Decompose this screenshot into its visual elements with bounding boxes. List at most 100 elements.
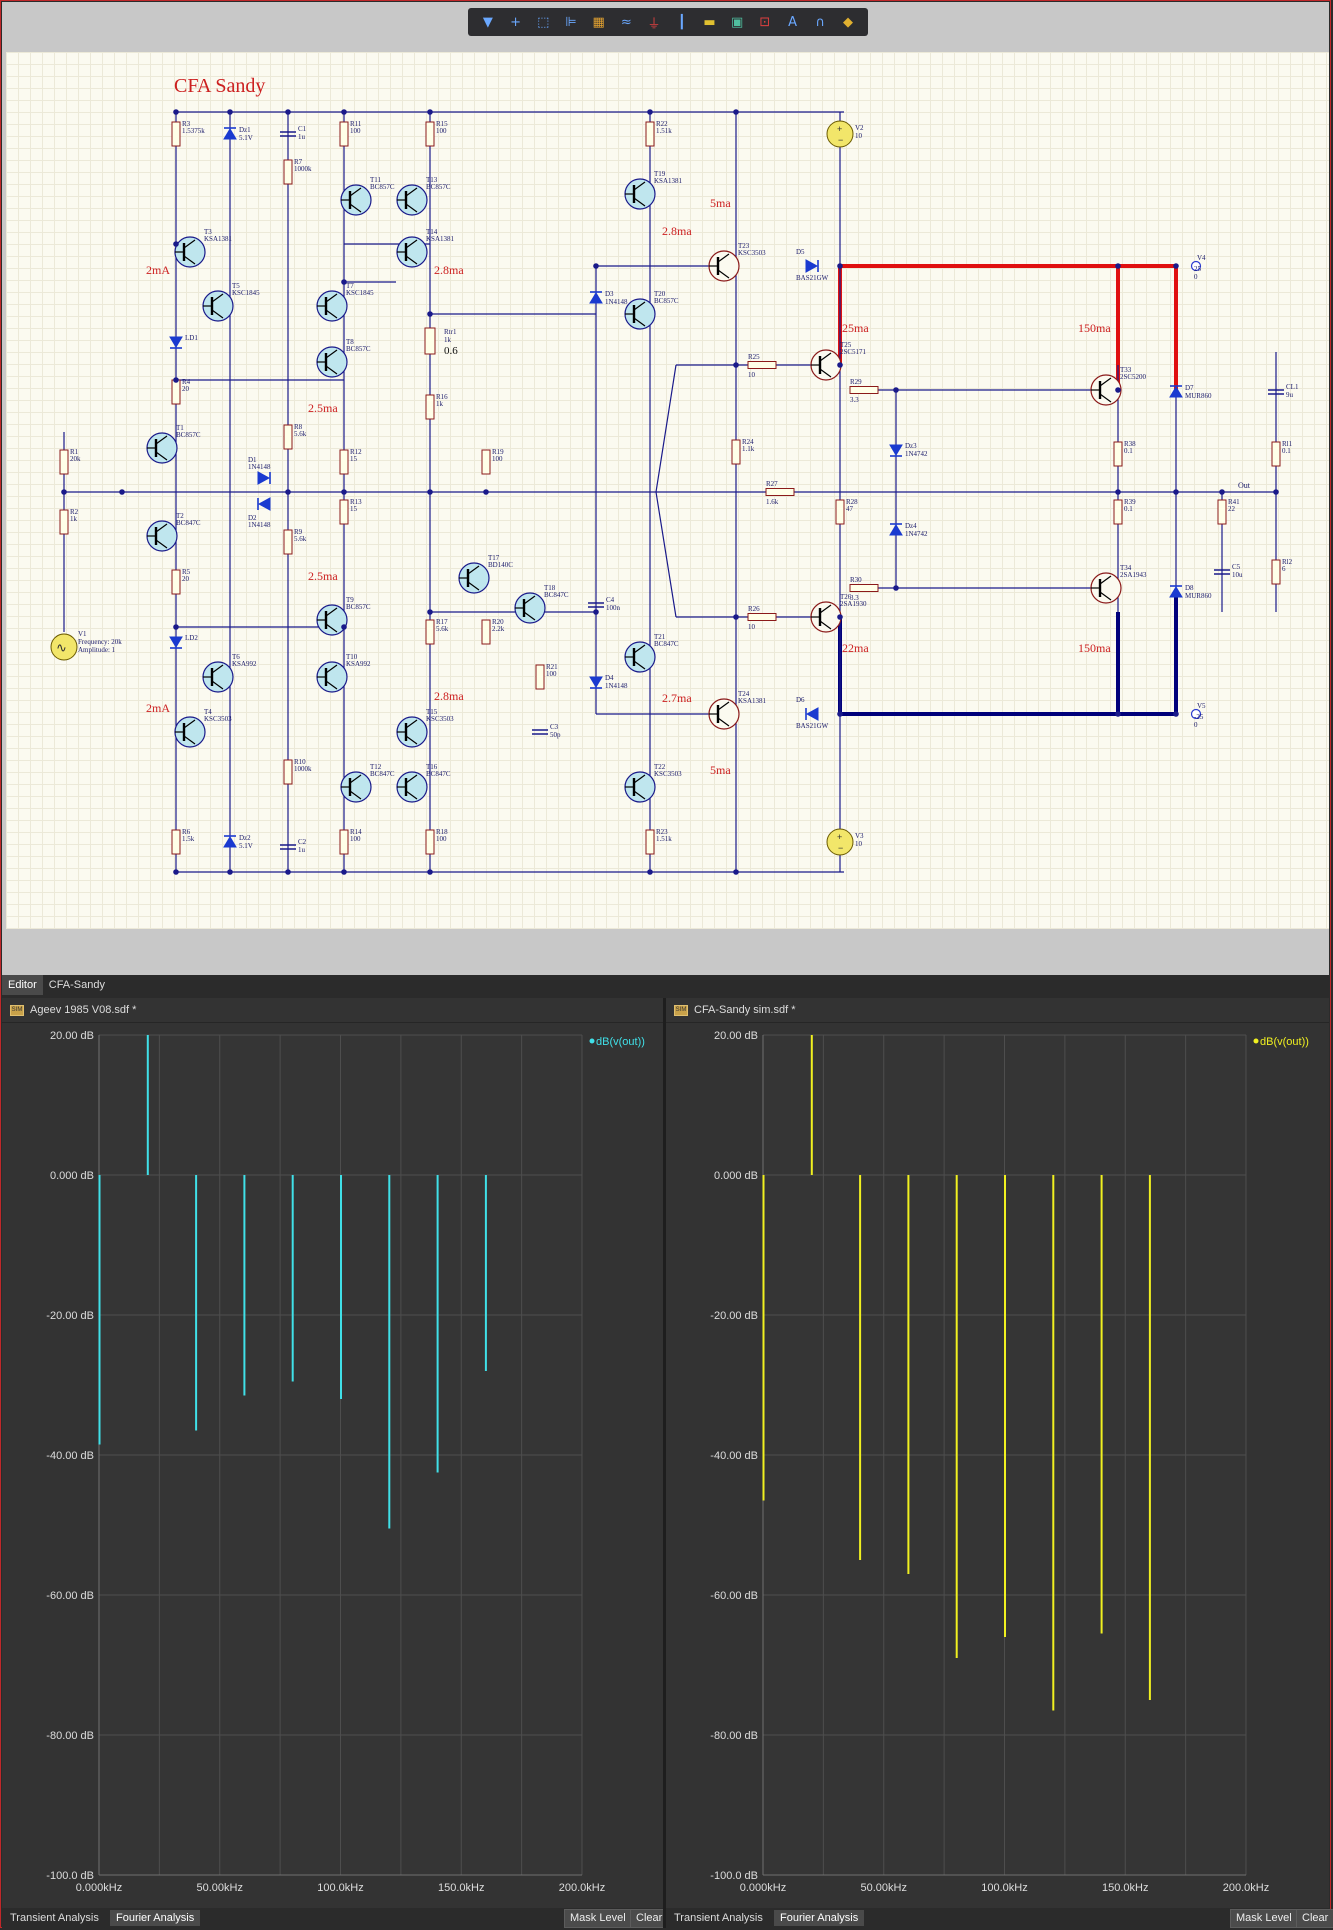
- tab-cfa-sandy[interactable]: CFA-Sandy: [48, 979, 105, 991]
- r22-resistor[interactable]: [645, 121, 655, 147]
- r6-resistor[interactable]: [171, 829, 181, 855]
- ground-icon[interactable]: ⏚: [647, 16, 661, 32]
- mask-level-button[interactable]: Mask Level: [1230, 1909, 1298, 1928]
- r41-resistor[interactable]: [1217, 499, 1227, 525]
- t11-transistor-value: BC857C: [370, 183, 395, 191]
- r5-resistor[interactable]: [171, 569, 181, 595]
- d4-diode[interactable]: [589, 676, 603, 688]
- r17-resistor[interactable]: [425, 619, 435, 645]
- v1-signal-source[interactable]: [50, 633, 78, 661]
- r9-resistor[interactable]: [283, 529, 293, 555]
- select-rect-icon[interactable]: ⬚: [537, 14, 550, 30]
- r23-resistor[interactable]: [645, 829, 655, 855]
- plus-icon[interactable]: +: [510, 14, 521, 30]
- r15-resistor[interactable]: [425, 121, 435, 147]
- rl2-value: 6: [1282, 565, 1286, 573]
- fourier-chart[interactable]: 20.00 dB0.000 dB-20.00 dB-40.00 dB-60.00…: [2, 1023, 663, 1908]
- r1-resistor[interactable]: [59, 449, 69, 475]
- r25-resistor[interactable]: [747, 361, 777, 369]
- filter-icon[interactable]: ▼: [482, 14, 493, 30]
- r2-resistor[interactable]: [59, 509, 69, 535]
- text-icon[interactable]: A: [788, 14, 798, 30]
- rl1-resistor[interactable]: [1271, 441, 1281, 467]
- r14-ref: R14: [350, 828, 362, 836]
- arc-icon[interactable]: ∩: [815, 14, 826, 30]
- clear-button[interactable]: Clear: [1296, 1909, 1333, 1928]
- dz2-zener[interactable]: [223, 836, 237, 848]
- r18-resistor[interactable]: [425, 829, 435, 855]
- dz1-zener[interactable]: [223, 128, 237, 140]
- clear-button[interactable]: Clear: [630, 1909, 669, 1928]
- d5-diode[interactable]: [805, 259, 819, 273]
- r38-resistor[interactable]: [1113, 441, 1123, 467]
- tab-editor[interactable]: Editor: [2, 975, 43, 995]
- r8-resistor[interactable]: [283, 424, 293, 450]
- schematic-drawing[interactable]: CFA SandyV4250V5-250R31.5375kR71000kR111…: [6, 52, 1329, 929]
- r20-resistor[interactable]: [481, 619, 491, 645]
- r26-resistor[interactable]: [747, 613, 777, 621]
- bus-icon[interactable]: ┃: [677, 14, 686, 30]
- align-icon[interactable]: ⊫: [565, 14, 577, 30]
- ld1-led[interactable]: [169, 336, 183, 348]
- r3-resistor[interactable]: [171, 121, 181, 147]
- mask-level-button[interactable]: Mask Level: [564, 1909, 632, 1928]
- rl2-resistor[interactable]: [1271, 559, 1281, 585]
- v5-terminal[interactable]: [1190, 708, 1202, 720]
- r16-resistor[interactable]: [425, 394, 435, 420]
- r24-resistor[interactable]: [731, 439, 741, 465]
- fourier-chart[interactable]: 20.00 dB0.000 dB-20.00 dB-40.00 dB-60.00…: [666, 1023, 1329, 1908]
- r39-resistor[interactable]: [1113, 499, 1123, 525]
- d7-diode[interactable]: [1169, 386, 1183, 398]
- sdf-file-icon: SIM: [10, 1004, 24, 1016]
- port-icon[interactable]: ⊡: [759, 14, 771, 30]
- r7-resistor[interactable]: [283, 159, 293, 185]
- t15-transistor-emitter: [405, 735, 418, 745]
- d1-diode[interactable]: [257, 471, 271, 485]
- t4-transistor-value: KSC3503: [204, 715, 232, 723]
- r11-resistor[interactable]: [339, 121, 349, 147]
- panel-divider[interactable]: [663, 998, 666, 1928]
- tab-transient-analysis[interactable]: Transient Analysis: [674, 1912, 763, 1924]
- v4-terminal[interactable]: [1190, 260, 1202, 272]
- junction: [427, 311, 433, 317]
- d6-diode[interactable]: [805, 707, 819, 721]
- t21-transistor-value: BC847C: [654, 640, 679, 648]
- tab-fourier-analysis[interactable]: Fourier Analysis: [774, 1910, 865, 1926]
- r28-resistor[interactable]: [835, 499, 845, 525]
- d2-diode[interactable]: [257, 497, 271, 511]
- v2-source[interactable]: [826, 120, 854, 148]
- r13-value: 15: [350, 505, 358, 513]
- r4-resistor[interactable]: [171, 379, 181, 405]
- rtr1-potentiometer[interactable]: [424, 327, 436, 355]
- part-icon[interactable]: ▣: [731, 14, 744, 30]
- r14-resistor[interactable]: [339, 829, 349, 855]
- junction: [1173, 489, 1179, 495]
- r39-value: 0.1: [1124, 505, 1133, 513]
- v3-source[interactable]: [826, 828, 854, 856]
- r19-resistor[interactable]: [481, 449, 491, 475]
- wire-icon[interactable]: ≈: [620, 14, 632, 30]
- dz4-zener[interactable]: [889, 524, 903, 536]
- r10-resistor[interactable]: [283, 759, 293, 785]
- dz3-zener[interactable]: [889, 444, 903, 456]
- r12-resistor[interactable]: [339, 449, 349, 475]
- tab-transient-analysis[interactable]: Transient Analysis: [10, 1912, 99, 1924]
- r29-resistor[interactable]: [849, 386, 879, 394]
- r41-ref: R41: [1228, 498, 1240, 506]
- chart-plot-area: [98, 1034, 583, 1876]
- net-label-icon[interactable]: ▬: [703, 14, 716, 30]
- r21-resistor[interactable]: [535, 664, 545, 690]
- probe-icon[interactable]: ◆: [842, 14, 853, 30]
- ld2-led[interactable]: [169, 636, 183, 648]
- d8-diode[interactable]: [1169, 586, 1183, 598]
- tab-fourier-analysis[interactable]: Fourier Analysis: [110, 1910, 201, 1926]
- r27-resistor[interactable]: [765, 488, 795, 496]
- r13-resistor[interactable]: [339, 499, 349, 525]
- component-icon[interactable]: ▦: [592, 14, 605, 30]
- v1-ref: V1: [78, 630, 87, 638]
- d3-diode[interactable]: [589, 292, 603, 304]
- r30-resistor[interactable]: [849, 584, 879, 592]
- t8-transistor-value: BC857C: [346, 345, 371, 353]
- y-tick-label: -40.00 dB: [46, 1450, 94, 1462]
